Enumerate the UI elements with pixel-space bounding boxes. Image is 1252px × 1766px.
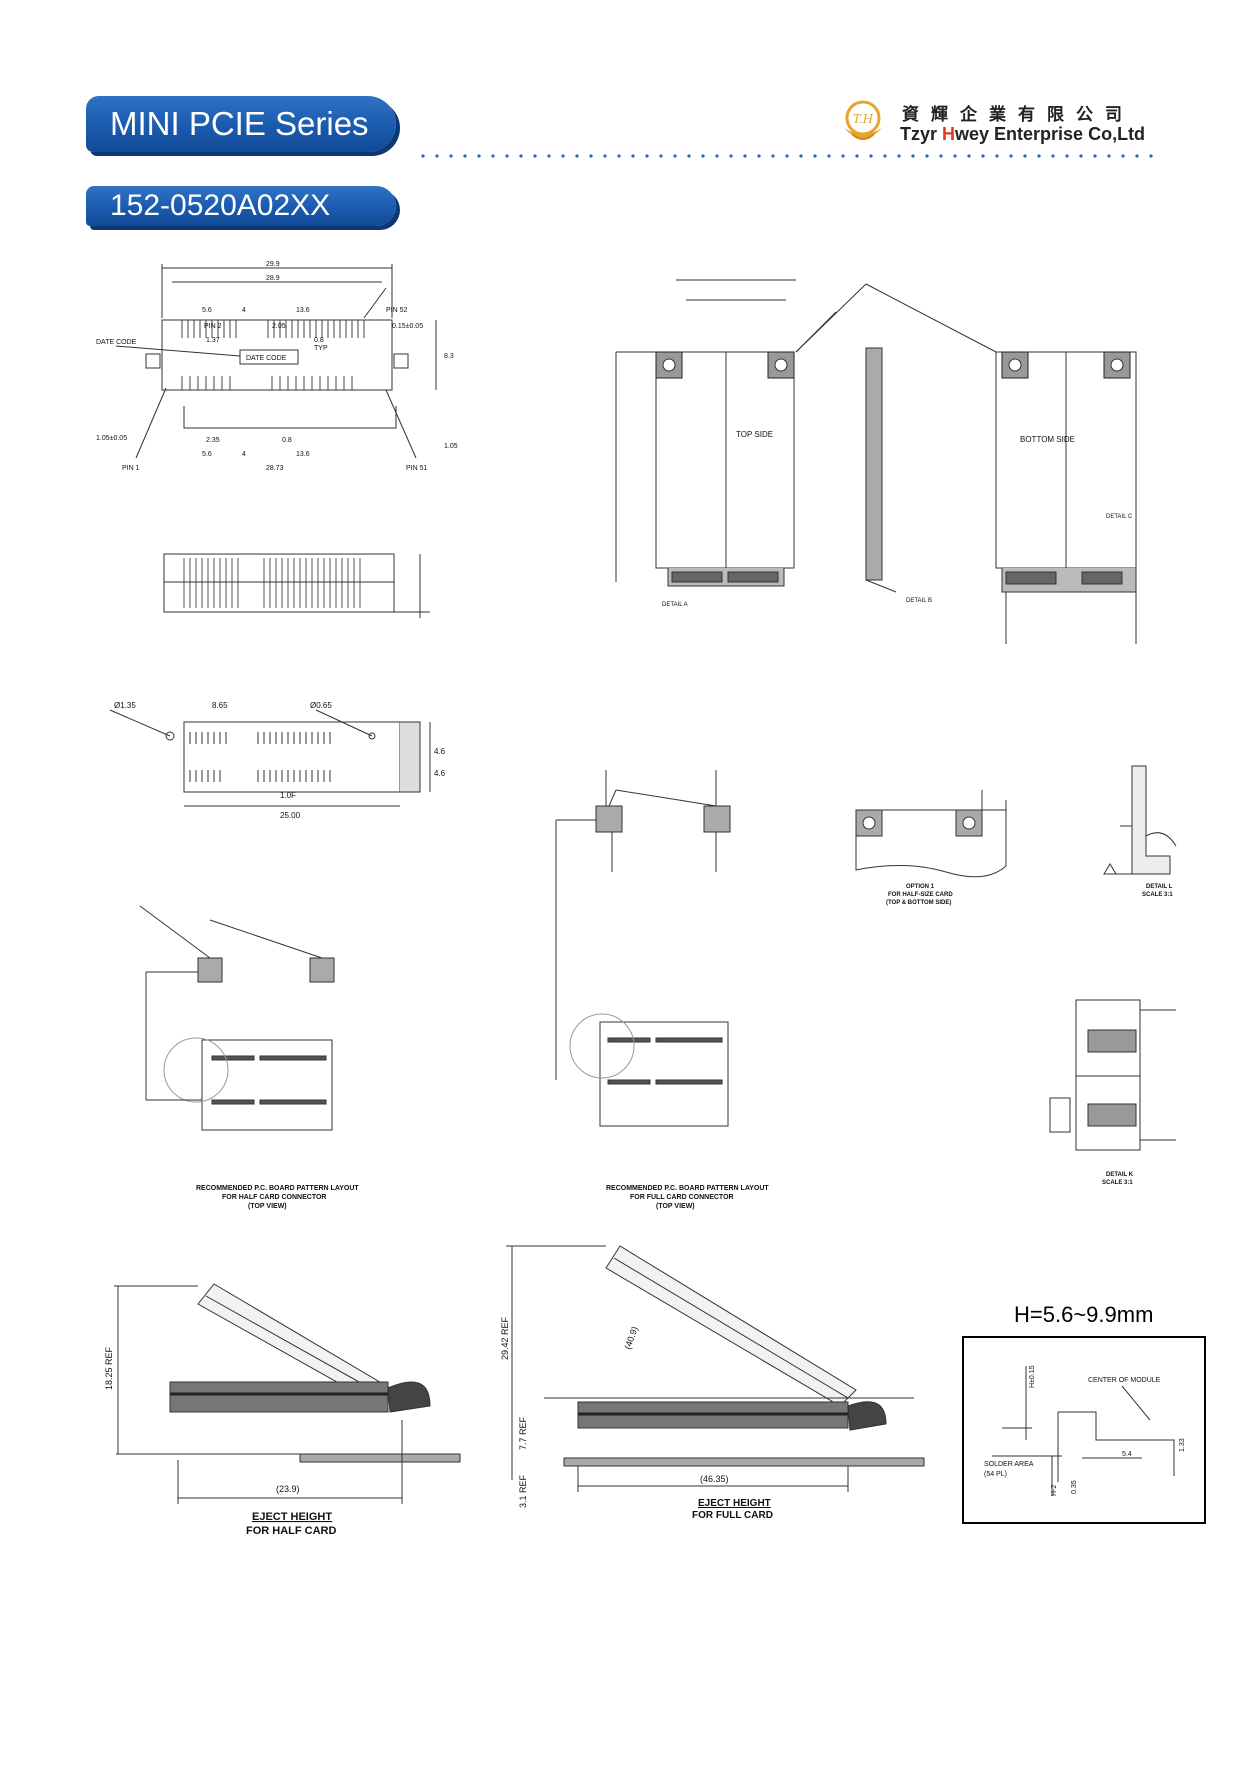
dim-h-tolerance: H±0.15: [1029, 1365, 1036, 1388]
pcb-pattern-full-card-drawing: RECOMMENDED P.C. BOARD PATTERN LAYOUT FO…: [555, 770, 769, 1210]
dim-13-6-top: 13.6: [296, 307, 310, 314]
dim-5-4: 5.4: [1122, 1451, 1132, 1458]
dim-0-35: 0.35: [1071, 1480, 1078, 1494]
dim-hole-1-35: Ø1.35: [114, 701, 136, 710]
caption-half-pcb-line1: RECOMMENDED P.C. BOARD PATTERN LAYOUT: [196, 1185, 359, 1192]
caption-detail-k-line2: SCALE 3:1: [1102, 1180, 1133, 1186]
company-logo-icon: T.H: [844, 100, 882, 140]
label-1-of: 1.0F: [280, 791, 296, 800]
option-1-drawing: OPTION 1 FOR HALF-SIZE CARD (TOP & BOTTO…: [855, 790, 1007, 906]
caption-full-pcb-line3: (TOP VIEW): [656, 1203, 695, 1210]
mini-card-views-drawing: TOP SIDE BOTTOM SIDE DETAIL A DETAIL B D…: [615, 279, 1137, 644]
part-number-banner: 152-0520A02XX: [86, 186, 396, 226]
dim-1-05-right: 1.05: [444, 443, 458, 450]
dim-4-bottom: 4: [242, 451, 246, 458]
caption-half-pcb-line3: (TOP VIEW): [248, 1203, 287, 1210]
dim-h-minus-2: H-2: [1051, 1485, 1058, 1496]
caption-eject-full-line1: EJECT HEIGHT: [698, 1498, 771, 1509]
height-detail-box: H±0.15 CENTER OF MODULE SOLDER AREA (54 …: [962, 1336, 1206, 1524]
dim-7-7-ref: 7.7 REF: [518, 1416, 528, 1450]
dim-8-65: 8.65: [212, 701, 228, 710]
label-detail-b: DETAIL B: [906, 598, 932, 604]
company-name-prefix: Tzyr: [900, 124, 943, 144]
label-54-pl: (54 PL): [984, 1471, 1007, 1478]
dim-18-25-ref: 18.25 REF: [104, 1346, 114, 1390]
company-name-en: Tzyr Hwey Enterprise Co,Ltd: [900, 124, 1145, 145]
dotted-divider: [416, 154, 1156, 158]
dim-40-9: (40.9): [622, 1325, 639, 1351]
caption-full-pcb-line1: RECOMMENDED P.C. BOARD PATTERN LAYOUT: [606, 1185, 769, 1192]
label-bottom-side: BOTTOM SIDE: [1020, 435, 1075, 444]
dim-4-6-a: 4.6: [434, 747, 446, 756]
dim-4-6-b: 4.6: [434, 769, 446, 778]
dim-29-42-ref: 29.42 REF: [500, 1316, 510, 1360]
dim-1-05-left: 1.05±0.05: [96, 435, 127, 442]
label-solder-area: SOLDER AREA: [984, 1461, 1034, 1468]
label-detail-a: DETAIL A: [662, 602, 688, 608]
height-range-label: H=5.6~9.9mm: [1014, 1302, 1154, 1327]
series-title: MINI PCIE Series: [110, 105, 369, 142]
caption-option-line3: (TOP & BOTTOM SIDE): [886, 900, 951, 906]
dim-2-05: 2.05: [272, 323, 286, 330]
label-typ: TYP: [314, 345, 328, 352]
dim-4-top: 4: [242, 307, 246, 314]
dim-0-8-top: 0.8: [314, 337, 324, 344]
dim-25: 25.00: [280, 811, 301, 820]
caption-detail-k-line1: DETAIL K: [1106, 1172, 1134, 1178]
label-pin-2: PIN 2: [204, 323, 222, 330]
label-pin-1: PIN 1: [122, 465, 140, 472]
caption-full-pcb-line2: FOR FULL CARD CONNECTOR: [630, 1194, 734, 1201]
eject-half-card-drawing: 18.25 REF (23.9) EJECT HEIGHT FOR HALF C…: [104, 1283, 461, 1537]
dim-23-9: (23.9): [276, 1484, 300, 1494]
dim-8-3: 8.3: [444, 353, 454, 360]
connector-top-view-drawing: 29.9 28.9 5.6 4 13.6 PIN 52 PIN 2 2.05 0…: [96, 261, 458, 472]
dim-46-35: (46.35): [700, 1474, 729, 1484]
dim-5-6-top: 5.6: [202, 307, 212, 314]
dim-1-37: 1.37: [206, 337, 220, 344]
logo-mark-text: T.H: [853, 112, 874, 126]
company-name-cn: 資輝企業有限公司: [902, 105, 1134, 125]
caption-option-line1: OPTION 1: [906, 884, 935, 890]
company-logo: T.H 資輝企業有限公司 Tzyr Hwey Enterprise Co,Ltd: [838, 96, 1168, 156]
series-title-banner: MINI PCIE Series: [86, 96, 396, 152]
caption-option-line2: FOR HALF-SIZE CARD: [888, 892, 953, 898]
pcb-hole-layout-drawing: Ø1.35 8.65 Ø0.65 4.6 4.6 25.00 1.0F: [109, 701, 446, 820]
connector-side-view-drawing: [163, 553, 430, 618]
label-pin-52: PIN 52: [386, 307, 408, 314]
dim-hole-0-65: Ø0.65: [310, 701, 332, 710]
detail-k-drawing: DETAIL K SCALE 3:1: [1049, 999, 1176, 1186]
eject-full-card-drawing: 29.42 REF 7.7 REF 3.1 REF (40.9) (46.35)…: [500, 1245, 925, 1521]
caption-eject-full-line2: FOR FULL CARD: [692, 1510, 773, 1521]
dim-3-1-ref: 3.1 REF: [518, 1474, 528, 1508]
part-number: 152-0520A02XX: [110, 189, 331, 222]
pcb-pattern-half-card-drawing: RECOMMENDED P.C. BOARD PATTERN LAYOUT FO…: [139, 905, 359, 1210]
dim-5-6-bottom: 5.6: [202, 451, 212, 458]
caption-eject-half-line1: EJECT HEIGHT: [252, 1511, 332, 1523]
dim-28-73: 28.73: [266, 465, 284, 472]
label-top-side: TOP SIDE: [736, 430, 773, 439]
dim-2-35: 2.35: [206, 437, 220, 444]
caption-half-pcb-line2: FOR HALF CARD CONNECTOR: [222, 1194, 326, 1201]
dim-0-15: 0.15±0.05: [392, 323, 423, 330]
label-date-code-box: DATE CODE: [246, 355, 287, 362]
dim-29-9: 29.9: [266, 261, 280, 268]
caption-detail-l-line2: SCALE 3:1: [1142, 892, 1173, 898]
caption-detail-l-line1: DETAIL L: [1146, 884, 1173, 890]
dim-1-33: 1.33: [1179, 1438, 1186, 1452]
label-center-of-module: CENTER OF MODULE: [1088, 1377, 1161, 1384]
company-name-highlight: H: [942, 124, 956, 144]
detail-l-drawing: DETAIL L SCALE 3:1: [1103, 765, 1177, 898]
label-detail-c: DETAIL C: [1106, 514, 1133, 520]
label-pin-51: PIN 51: [406, 465, 428, 472]
company-name-suffix: wey Enterprise Co,Ltd: [955, 124, 1146, 144]
dim-0-8-bottom: 0.8: [282, 437, 292, 444]
caption-eject-half-line2: FOR HALF CARD: [246, 1525, 336, 1537]
dim-28-9: 28.9: [266, 275, 280, 282]
label-date-code-left: DATE CODE: [96, 339, 137, 346]
dim-13-6-bottom: 13.6: [296, 451, 310, 458]
